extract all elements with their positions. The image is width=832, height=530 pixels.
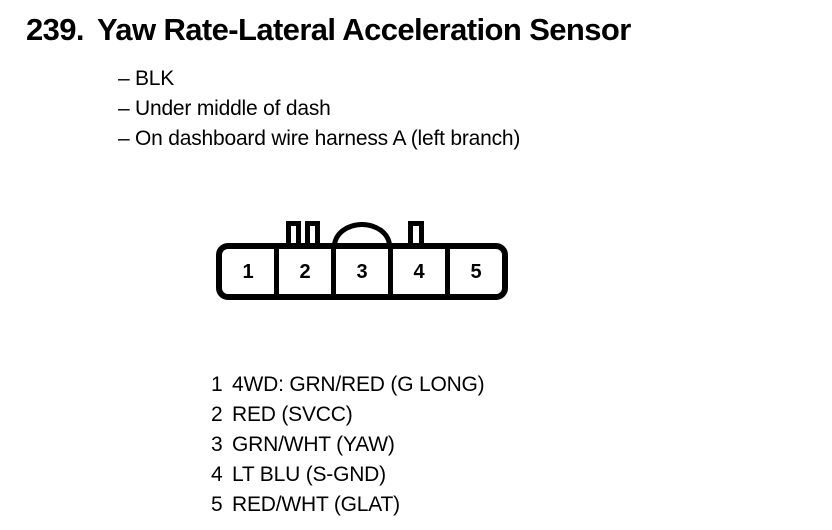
pin-legend-row: 4 LT BLU (S-GND) bbox=[211, 460, 484, 490]
pin-number: 4 bbox=[211, 463, 223, 486]
connector-cell-2: 2 bbox=[279, 249, 336, 294]
pin-legend-row: 5 RED/WHT (GLAT) bbox=[211, 490, 484, 520]
connector-cell-4: 4 bbox=[393, 249, 450, 294]
pin-label: RED (SVCC) bbox=[232, 403, 353, 426]
pin-label: LT BLU (S-GND) bbox=[232, 463, 386, 486]
dash-icon: – bbox=[118, 67, 130, 90]
pin-number: 2 bbox=[211, 403, 223, 426]
pin-legend-row: 1 4WD: GRN/RED (G LONG) bbox=[211, 370, 485, 400]
dash-icon: – bbox=[118, 127, 130, 150]
detail-line: –Under middle of dash bbox=[118, 94, 758, 124]
dash-icon: – bbox=[118, 97, 130, 120]
detail-line: –BLK bbox=[118, 64, 758, 94]
pin-number: 3 bbox=[211, 433, 223, 456]
page-title-number: 239. bbox=[26, 12, 85, 47]
connector-diagram: 1 2 3 4 5 bbox=[216, 218, 508, 300]
pin-legend: 1 4WD: GRN/RED (G LONG) 2 RED (SVCC) 3 G… bbox=[211, 370, 485, 520]
pin-label: 4WD: GRN/RED (G LONG) bbox=[232, 373, 485, 396]
keying-tab-icon bbox=[408, 221, 424, 245]
detail-line-text: Under middle of dash bbox=[135, 97, 331, 120]
connector-body: 1 2 3 4 5 bbox=[216, 243, 508, 300]
detail-list: –BLK –Under middle of dash –On dashboard… bbox=[118, 64, 758, 154]
pin-number: 1 bbox=[211, 373, 223, 396]
pin-label: GRN/WHT (YAW) bbox=[232, 433, 395, 456]
keying-tab-icon bbox=[305, 221, 320, 245]
connector-cell-3: 3 bbox=[336, 249, 393, 294]
detail-line-text: On dashboard wire harness A (left branch… bbox=[135, 127, 521, 150]
pin-legend-row: 3 GRN/WHT (YAW) bbox=[211, 430, 484, 460]
keying-tab-icon bbox=[286, 221, 301, 245]
connector-cell-5: 5 bbox=[470, 260, 482, 283]
detail-line: –On dashboard wire harness A (left branc… bbox=[118, 124, 758, 154]
page-title: 239. Yaw Rate-Lateral Acceleration Sensor bbox=[26, 14, 631, 45]
page-title-text: Yaw Rate-Lateral Acceleration Sensor bbox=[96, 12, 631, 47]
pin-label: RED/WHT (GLAT) bbox=[232, 493, 400, 516]
connector-cell-1: 1 bbox=[222, 249, 279, 294]
pin-number: 5 bbox=[211, 493, 223, 516]
pin-legend-row: 2 RED (SVCC) bbox=[211, 400, 484, 430]
detail-line-text: BLK bbox=[135, 67, 175, 90]
